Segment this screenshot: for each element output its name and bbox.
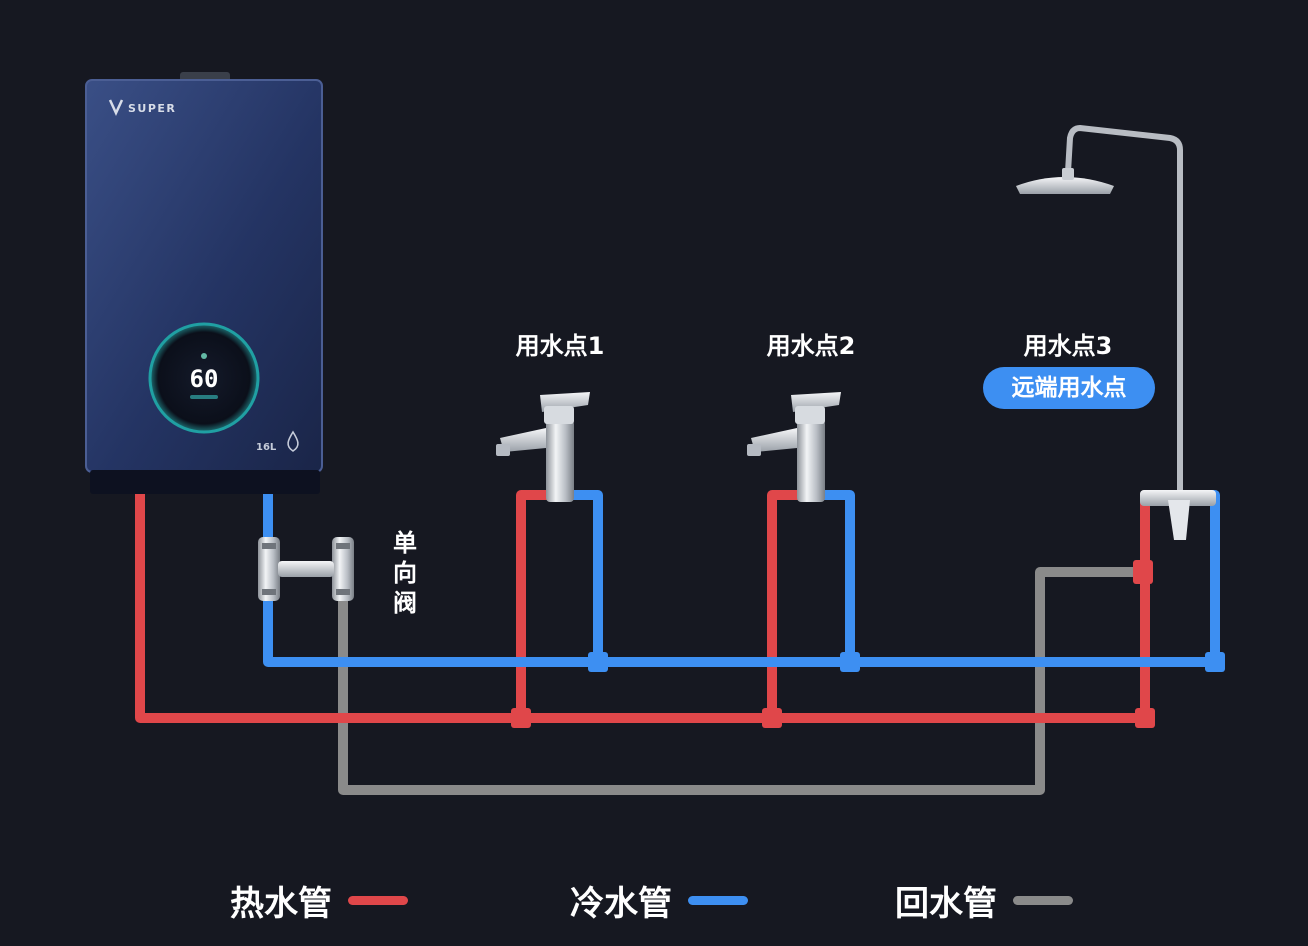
legend-return: 回水管	[895, 876, 1073, 925]
legend-hot-swatch	[348, 896, 408, 905]
legend-cold-swatch	[688, 896, 748, 905]
legend-hot-label: 热水管	[230, 884, 332, 924]
faucet-icon	[747, 392, 841, 502]
water-drop-icon	[287, 430, 299, 452]
point-3-label: 用水点3	[1023, 332, 1113, 360]
remote-point-badge: 远端用水点	[983, 367, 1155, 409]
heater-bottom	[90, 470, 320, 494]
hot-pipe	[135, 490, 1165, 723]
heater-temperature: 60	[190, 365, 219, 393]
pipe-fittings	[511, 560, 1225, 728]
point-2-label: 用水点2	[766, 332, 856, 360]
legend-return-swatch	[1013, 896, 1073, 905]
return-pipe	[338, 540, 1147, 795]
heater-brand: SUPER	[128, 102, 176, 115]
point-1-label: 用水点1	[515, 332, 605, 360]
legend-cold: 冷水管	[570, 876, 748, 925]
check-valve-label: 单向阀	[393, 529, 417, 617]
heater-dial	[148, 322, 260, 434]
legend-cold-label: 冷水管	[570, 884, 672, 924]
check-valve	[258, 537, 354, 601]
heater-capacity-badge: 16L	[256, 442, 277, 453]
water-heater: SUPER 60 16L	[85, 72, 323, 494]
shower-icon	[1016, 124, 1216, 540]
legend-return-label: 回水管	[895, 884, 997, 924]
faucet-icon	[496, 392, 590, 502]
legend-hot: 热水管	[230, 876, 408, 925]
brand-logo-icon	[108, 99, 124, 116]
